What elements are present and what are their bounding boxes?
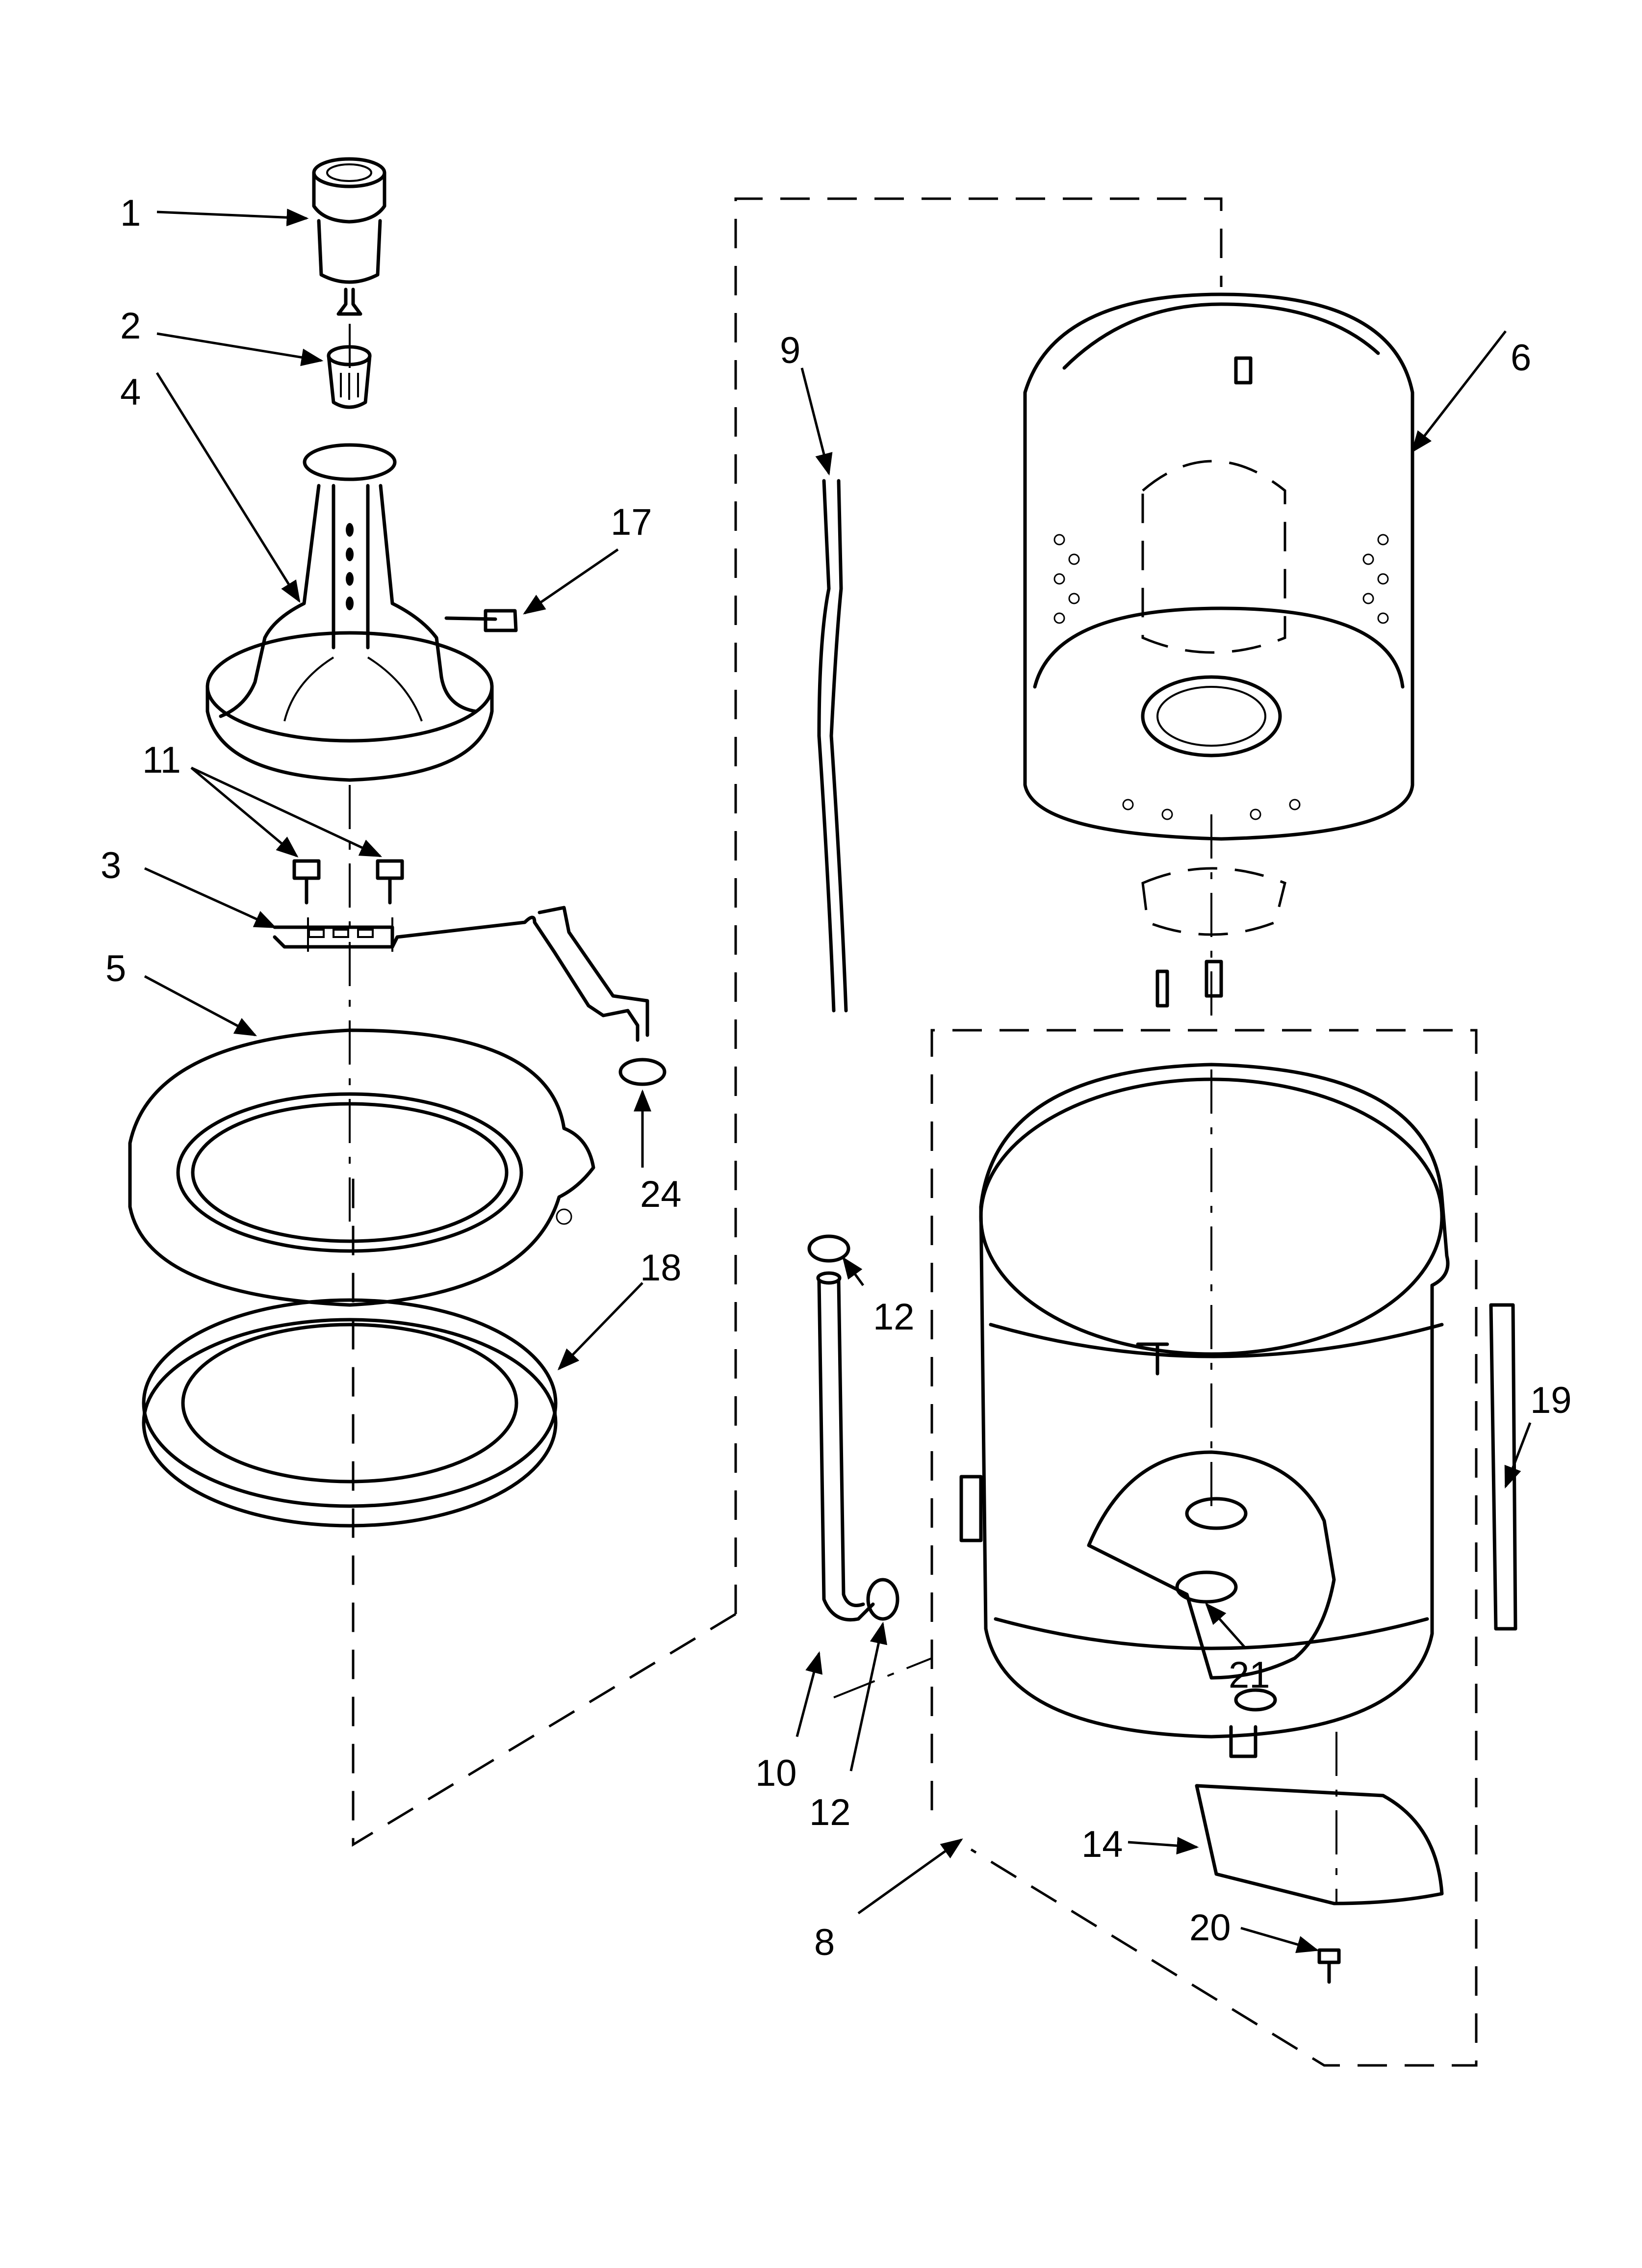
leader-lines [144,209,1532,1953]
agitator-dog-part [327,345,372,409]
screw-17-part [444,609,518,632]
callout-6: 6 [1511,337,1531,379]
callout-labels: 1 2 3 4 5 6 8 9 10 11 12 12 14 17 18 19 … [101,192,1572,1963]
callout-20: 20 [1189,1907,1231,1949]
clamp-24-part [618,1058,667,1086]
assembly-guide-lines [352,197,1478,2067]
callout-9: 9 [780,330,800,371]
tub-ring-part [128,1028,595,1307]
strip-19-part [1489,1303,1517,1631]
callout-11: 11 [142,739,181,781]
callout-14: 14 [1081,1824,1123,1865]
drain-hose-part [816,1271,875,1622]
callout-12-upper: 12 [873,1296,915,1338]
callout-5: 5 [105,948,126,990]
screw-20-part [1317,1948,1341,1984]
wash-basket-part [1023,292,1414,1008]
callout-10: 10 [755,1752,797,1794]
hose-clamps-12-part [807,1234,899,1621]
outer-tub-part [959,1063,1450,1758]
fill-bracket-part [273,906,649,1042]
agitator-base-part [205,443,494,782]
agitator-cap-part [312,157,386,316]
callout-12-lower: 12 [809,1792,851,1833]
screws-11-part [292,859,404,905]
callout-19: 19 [1530,1380,1572,1421]
callout-3: 3 [101,845,121,886]
callout-17: 17 [611,501,652,543]
callout-24: 24 [640,1173,682,1215]
shield-14-part [1195,1784,1444,1905]
callout-4: 4 [120,371,141,413]
callout-2: 2 [120,305,141,347]
callout-1: 1 [120,192,141,234]
callout-8: 8 [814,1922,835,1963]
hose-9-part [817,479,848,1013]
callout-21: 21 [1229,1654,1270,1696]
tub-seal-part [142,1298,558,1528]
callout-18: 18 [640,1247,682,1289]
